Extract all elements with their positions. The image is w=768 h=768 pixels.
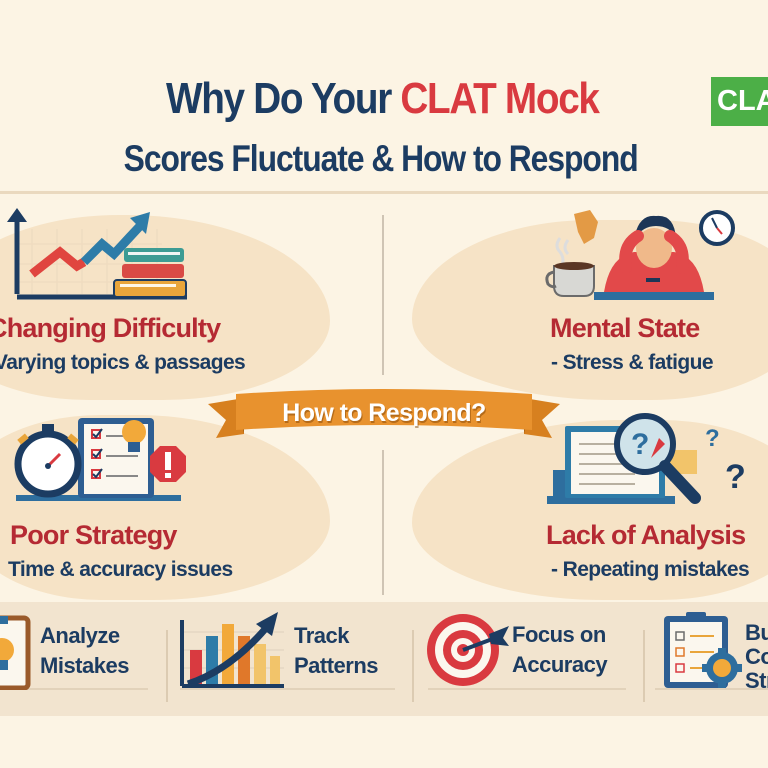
magnifier-questions-icon: ? ? ? — [547, 413, 746, 504]
title-prefix: Why Do Your — [166, 74, 401, 123]
ribbon-shape — [208, 389, 560, 438]
cause-subtitle: Time & accuracy issues — [8, 558, 233, 581]
response-line2: Accuracy — [512, 652, 608, 677]
header-divider — [0, 191, 768, 194]
bar-chart-arrow-icon — [180, 612, 284, 688]
clipboard-bulb-icon — [0, 615, 31, 690]
cause-title: Changing Difficulty — [0, 313, 221, 343]
checklist-gear-icon — [664, 612, 742, 688]
strip-underline — [655, 688, 768, 690]
svg-text:?: ? — [631, 428, 649, 461]
cause-title: Poor Strategy — [10, 520, 177, 550]
title-line-1: Why Do Your CLAT Mock — [44, 74, 720, 124]
grid-divider — [382, 215, 384, 375]
clat-badge: CLAT — [711, 77, 768, 126]
response-line2: Mistakes — [40, 653, 129, 678]
response-line1: Track — [294, 623, 350, 648]
strip-underline — [180, 688, 395, 690]
strip-underline — [428, 688, 626, 690]
responses-strip — [0, 602, 768, 716]
cause-subtitle: - Repeating mistakes — [551, 558, 750, 581]
how-to-respond-ribbon: How to Respond? — [208, 388, 560, 450]
stressed-student-icon — [545, 210, 735, 300]
svg-text:?: ? — [725, 458, 746, 496]
title-accent: CLAT Mock — [400, 74, 600, 123]
strip-divider — [412, 630, 414, 702]
cause-title: Lack of Analysis — [546, 520, 746, 550]
cause-subtitle: - Stress & fatigue — [551, 351, 714, 374]
title-line-2: Scores Fluctuate & How to Respond — [123, 138, 639, 179]
response-line2: Consistent — [745, 644, 768, 669]
response-line1: Analyze — [40, 623, 120, 648]
response-line2: Patterns — [294, 653, 379, 678]
cause-bg-blob — [412, 220, 768, 400]
rising-graph-books-icon — [7, 208, 187, 300]
response-line1: Build — [745, 620, 768, 645]
strip-underline — [0, 688, 148, 690]
svg-text:?: ? — [705, 425, 720, 452]
strip-divider — [166, 630, 168, 702]
response-line3: Strategy — [745, 668, 768, 693]
cause-title: Mental State — [550, 313, 700, 343]
stopwatch-checklist-icon — [14, 418, 186, 501]
cause-subtitle: Varying topics & passages — [0, 351, 246, 374]
response-line1: Focus on — [512, 622, 606, 647]
grid-divider — [382, 450, 384, 595]
ribbon-label: How to Respond? — [282, 399, 486, 427]
strip-divider — [643, 630, 645, 702]
target-dart-icon — [427, 614, 509, 686]
